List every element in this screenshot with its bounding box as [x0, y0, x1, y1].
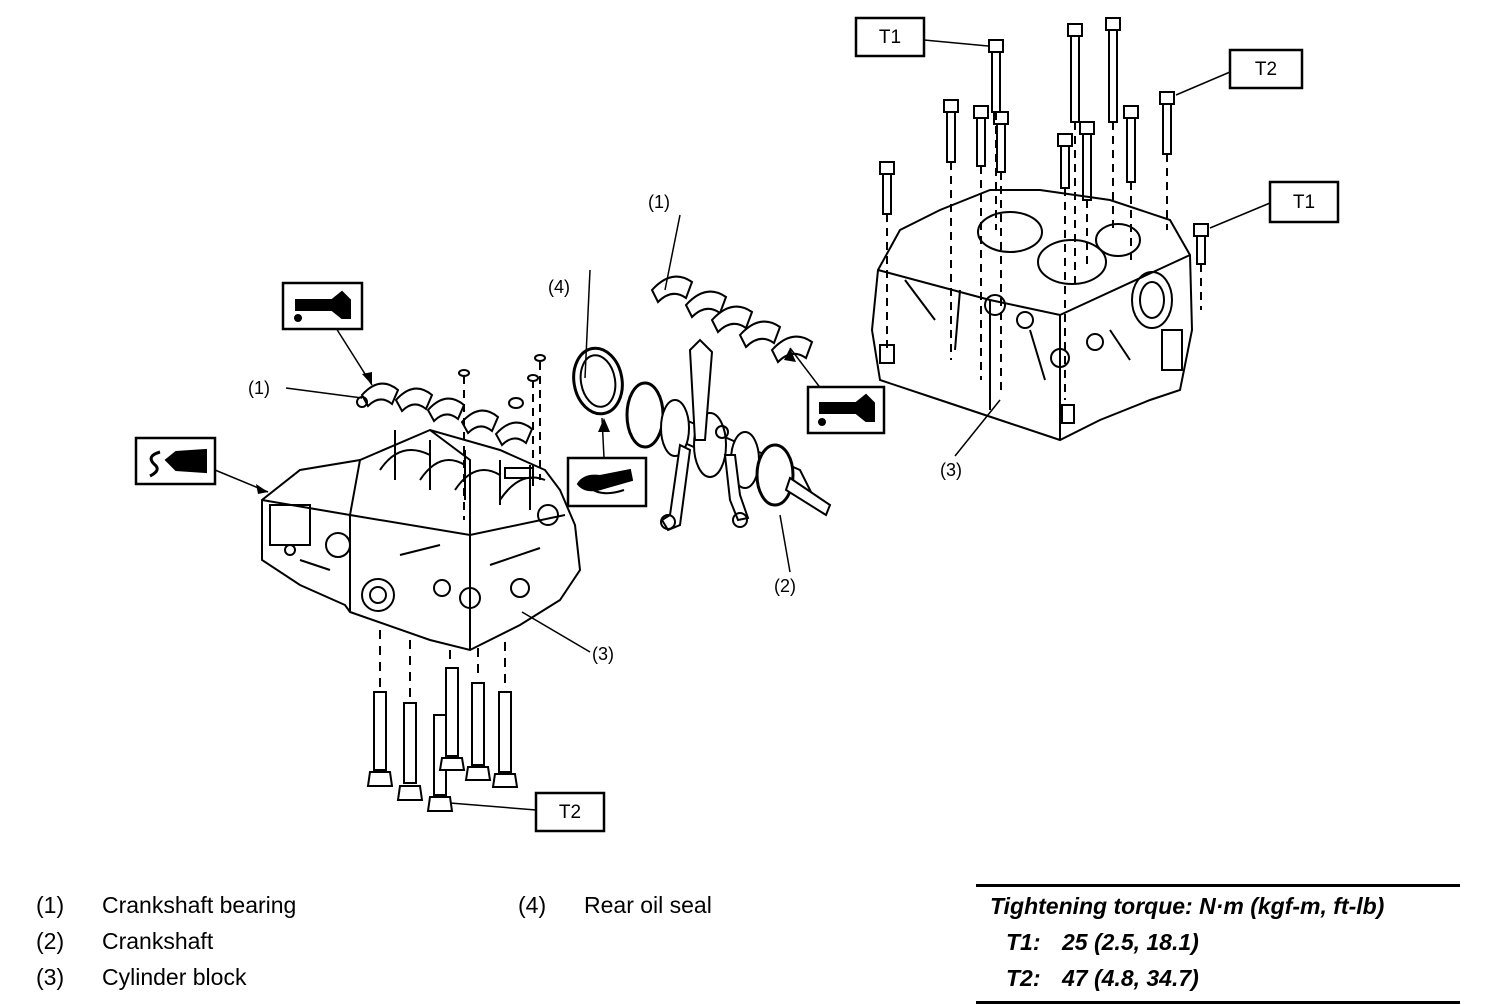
rear-oil-seal	[572, 346, 624, 416]
upper-bolts	[879, 17, 1209, 265]
torque-table-heading: Tightening torque: N·m (kgf-m, ft-lb)	[990, 893, 1385, 919]
liquid-gasket-tube-icon	[134, 436, 217, 486]
torque-box-right-t1: T1	[1268, 180, 1340, 224]
torque-box-top-left-t1: T1	[854, 16, 926, 58]
callout-rear-oil-seal: (4)	[548, 277, 570, 297]
torque-box-top-right-t2: T2	[1228, 48, 1304, 90]
torque-key: T1:	[1006, 929, 1041, 955]
callout-crankshaft: (2)	[774, 576, 796, 596]
crankshaft	[625, 338, 832, 532]
svg-text:T2: T2	[559, 802, 581, 823]
tightening-torque-table: Tightening torque: N·m (kgf-m, ft-lb) T1…	[976, 884, 1460, 1004]
torque-key: T2:	[1006, 965, 1041, 991]
legend-label: Crankshaft bearing	[102, 892, 297, 918]
left-cylinder-block	[261, 428, 582, 652]
svg-text:T1: T1	[1293, 192, 1315, 213]
legend-label: Cylinder block	[102, 964, 247, 990]
torque-row-t2: T2: 47 (4.8, 34.7)	[1006, 965, 1199, 992]
callout-left-bearing: (1)	[248, 378, 270, 398]
leader-arrowheads	[256, 348, 796, 494]
right-crankshaft-bearings	[650, 275, 814, 364]
svg-text:T2: T2	[1255, 59, 1277, 80]
legend-number: (1)	[36, 892, 65, 918]
torque-box-bottom-t2: T2	[534, 791, 606, 833]
legend-number: (3)	[36, 964, 65, 990]
exploded-engine-diagram: T1 T2 T1 T2 (1) (3) (4) (1) (2) (3)	[134, 16, 1340, 833]
lower-bolts	[366, 630, 519, 812]
legend-label: Crankshaft	[102, 928, 214, 954]
torque-value: 47 (4.8, 34.7)	[1062, 965, 1199, 991]
leader-lines	[214, 39, 1271, 811]
svg-text:T1: T1	[879, 27, 901, 48]
grease-finger-icon	[566, 456, 648, 508]
left-crankshaft-bearings	[356, 354, 546, 447]
engine-oil-can-icon	[281, 281, 364, 331]
legend-number: (4)	[518, 892, 547, 918]
engine-oil-can-icon	[806, 385, 886, 435]
legend-number: (2)	[36, 928, 65, 954]
callout-left-block: (3)	[592, 644, 614, 664]
callout-right-bearing: (1)	[648, 192, 670, 212]
legend-label: Rear oil seal	[584, 892, 712, 918]
callout-right-block: (3)	[940, 460, 962, 480]
right-cylinder-block	[870, 189, 1194, 442]
torque-value: 25 (2.5, 18.1)	[1062, 929, 1199, 955]
torque-row-t1: T1: 25 (2.5, 18.1)	[1006, 929, 1199, 956]
